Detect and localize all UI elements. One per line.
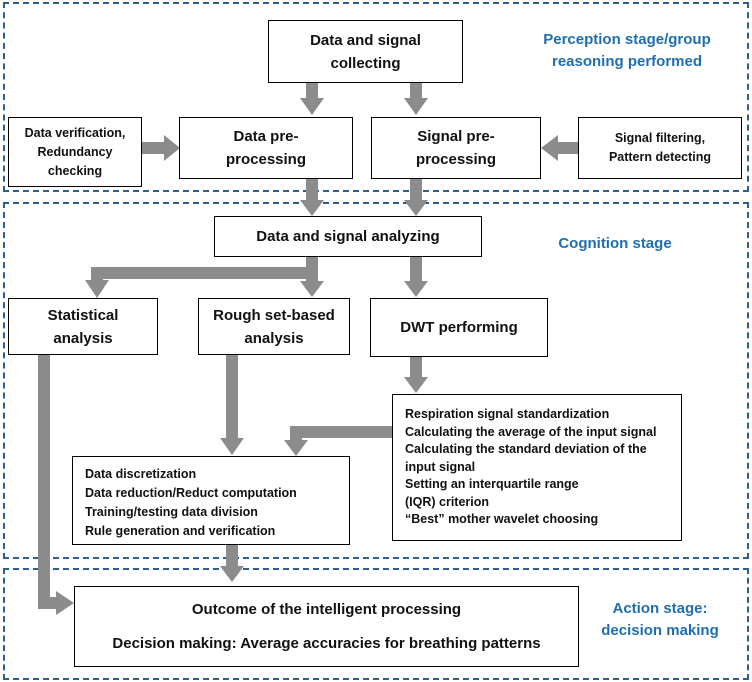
data-signal-collecting-box: Data and signal collecting	[268, 20, 463, 83]
action-stage-label: Action stage: decision making	[601, 600, 719, 639]
signal-preprocessing-text: Signal pre- processing	[415, 128, 497, 168]
cognition-stage-label: Cognition stage	[558, 235, 672, 252]
rough-set-steps-box: Data discretization Data reduction/Reduc…	[72, 456, 350, 545]
arrow-verify-to-data-pre	[142, 135, 180, 161]
data-verification-text: Data verification, Redundancy checking	[24, 125, 126, 178]
arrow-statistical-to-outcome	[38, 330, 74, 615]
arrow-dwt-steps-to-rough-steps	[284, 426, 392, 456]
dwt-steps-list: Respiration signal standardization Calcu…	[405, 406, 656, 529]
arrow-signal-pre-to-analyzing	[404, 178, 428, 216]
dwt-step: input signal	[405, 459, 476, 474]
perception-stage-frame	[3, 2, 749, 192]
dwt-step: Respiration signal standardization	[405, 407, 610, 421]
arrow-collect-to-signal-pre	[404, 82, 428, 115]
data-preprocessing-text: Data pre- processing	[225, 128, 307, 168]
data-verification-box: Data verification, Redundancy checking	[8, 117, 142, 187]
data-preprocessing-box: Data pre- processing	[179, 117, 353, 179]
statistical-analysis-box: Statistical analysis	[8, 298, 158, 355]
arrow-analyzing-to-dwt	[404, 256, 428, 297]
arrow-analyzing-to-statistical	[85, 256, 318, 298]
arrow-dwt-to-steps	[404, 357, 428, 393]
arrow-collect-to-data-pre	[300, 82, 324, 115]
dwt-step: Setting an interquartile range	[405, 477, 579, 491]
rough-step: Data discretization	[85, 467, 197, 481]
cognition-stage-frame	[3, 202, 749, 559]
rough-step: Data reduction/Reduct computation	[85, 486, 297, 500]
data-signal-analyzing-box: Data and signal analyzing	[214, 216, 482, 257]
rough-step: Rule generation and verification	[85, 524, 276, 538]
rough-set-analysis-box: Rough set-based analysis	[198, 298, 350, 355]
arrow-filter-to-signal-pre	[541, 135, 578, 161]
dwt-steps-box: Respiration signal standardization Calcu…	[392, 394, 682, 541]
data-signal-analyzing-text: Data and signal analyzing	[256, 228, 440, 245]
dwt-step: Calculating the average of the input sig…	[405, 424, 657, 439]
action-stage-frame	[3, 568, 749, 680]
rough-step: Training/testing data division	[85, 505, 258, 519]
rough-set-steps-list: Data discretization Data reduction/Reduc…	[85, 465, 297, 541]
dwt-step: (IQR) criterion	[405, 494, 490, 509]
dwt-performing-text: DWT performing	[400, 319, 518, 336]
signal-filtering-box: Signal filtering, Pattern detecting	[578, 117, 742, 179]
arrow-rough-steps-to-outcome	[220, 544, 244, 582]
dwt-performing-box: DWT performing	[370, 298, 548, 357]
signal-filtering-text: Signal filtering, Pattern detecting	[608, 131, 712, 164]
arrow-rough-to-steps	[220, 355, 244, 455]
signal-preprocessing-box: Signal pre- processing	[371, 117, 541, 179]
statistical-analysis-text: Statistical analysis	[47, 306, 119, 347]
data-signal-collecting-text: Data and signal collecting	[310, 31, 421, 72]
outcome-detail: Decision making: Average accuracies for …	[112, 634, 541, 652]
dwt-step: “Best” mother wavelet choosing	[405, 512, 599, 526]
outcome-title: Outcome of the intelligent processing	[191, 600, 462, 618]
arrow-analyzing-to-rough	[300, 256, 324, 297]
arrow-data-pre-to-analyzing	[300, 178, 324, 216]
perception-stage-label: Perception stage/group reasoning perform…	[543, 31, 711, 70]
rough-set-analysis-text: Rough set-based analysis	[213, 306, 335, 347]
dwt-step: Calculating the standard deviation of th…	[405, 442, 647, 456]
outcome-box: Outcome of the intelligent processing De…	[74, 586, 579, 667]
